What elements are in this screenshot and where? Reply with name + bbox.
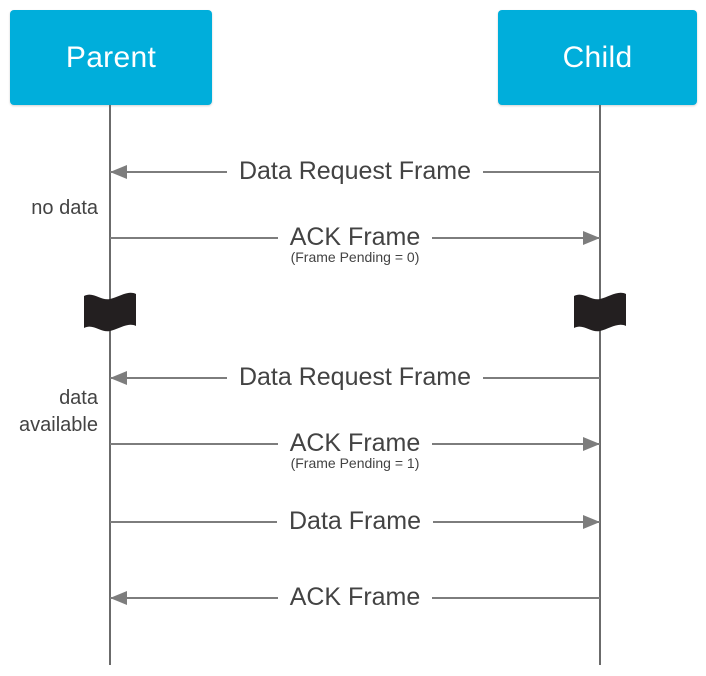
flag-break-icon <box>84 292 136 332</box>
flag-break-icon <box>574 292 626 332</box>
message-sublabel: (Frame Pending = 0) <box>290 249 420 265</box>
arrow-left-icon <box>110 165 127 179</box>
note-no-data: no data <box>31 197 98 219</box>
note-data-available: data available <box>19 387 98 436</box>
actor-box-child[interactable]: Child <box>498 10 697 105</box>
arrow-left-icon <box>110 371 127 385</box>
arrow-right-icon <box>583 515 600 529</box>
lifeline-parent <box>109 105 111 665</box>
message-sublabel: (Frame Pending = 1) <box>290 455 420 471</box>
message-line <box>110 171 600 173</box>
actor-label-parent: Parent <box>65 40 157 74</box>
actor-box-parent[interactable]: Parent <box>10 10 212 105</box>
diagram-title: Parent-Child Data Polling Sequence <box>0 21 1 22</box>
message-line <box>110 521 600 523</box>
message-line <box>110 597 600 599</box>
message-line <box>110 237 600 239</box>
actor-label-child: Child <box>562 40 633 74</box>
message-line <box>110 443 600 445</box>
lifeline-child <box>599 105 601 665</box>
break-marker-child <box>573 290 627 334</box>
arrow-right-icon <box>583 437 600 451</box>
message-line <box>110 377 600 379</box>
break-marker-parent <box>83 290 137 334</box>
arrow-left-icon <box>110 591 127 605</box>
arrow-right-icon <box>583 231 600 245</box>
